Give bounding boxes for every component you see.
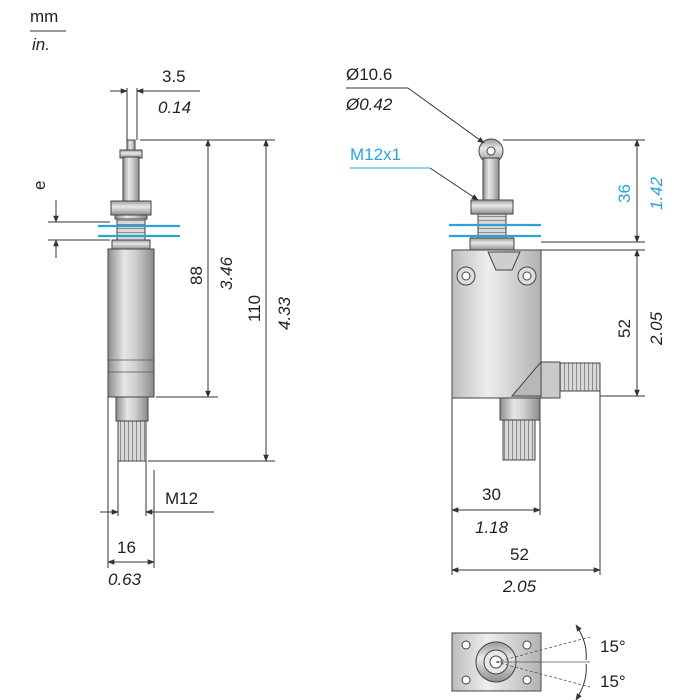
front-plunger xyxy=(122,156,140,202)
top-angle-arc-lower xyxy=(575,663,587,700)
front-upper-nut xyxy=(110,200,152,216)
side-connector-offset-in: 1.18 xyxy=(475,518,509,537)
front-length-in: 3.46 xyxy=(217,256,236,290)
front-view: 3.5 0.14 e 88 3.46 110 4.33 M12 16 0.63 xyxy=(30,67,294,589)
side-housing-height-in: 2.05 xyxy=(647,311,666,346)
front-roller-width-mm: 3.5 xyxy=(162,67,186,86)
side-view: Ø10.6 Ø0.42 M12x1 36 1.42 52 2.05 30 1.1… xyxy=(345,65,666,596)
side-connector-bottom xyxy=(502,419,536,461)
side-plunger xyxy=(482,157,500,201)
side-plunger-height-in: 1.42 xyxy=(647,176,666,210)
front-width-in: 0.63 xyxy=(108,570,142,589)
top-view: 15° 15° xyxy=(451,624,626,700)
unit-inch: in. xyxy=(32,35,50,54)
front-length-mm: 88 xyxy=(187,266,206,285)
side-lower-nut xyxy=(469,237,515,251)
front-overall-in: 4.33 xyxy=(275,296,294,330)
side-connector-offset-mm: 30 xyxy=(482,485,501,504)
front-overall-mm: 110 xyxy=(245,295,264,322)
front-connector-thread-label: M12 xyxy=(165,489,198,508)
unit-mm: mm xyxy=(30,7,58,26)
unit-legend: mm in. xyxy=(30,7,66,54)
side-mounting-thread-label: M12x1 xyxy=(350,145,401,164)
front-width-mm: 16 xyxy=(117,538,136,557)
front-connector-neck xyxy=(115,396,149,422)
front-body xyxy=(107,248,155,398)
side-roller-diameter-in: Ø0.42 xyxy=(345,95,393,114)
front-lower-nut xyxy=(111,239,151,250)
top-angle-arc-upper xyxy=(575,624,587,661)
top-angle-lower: 15° xyxy=(600,672,626,691)
front-nut-label: e xyxy=(30,181,49,190)
side-housing-height-mm: 52 xyxy=(615,319,634,338)
side-mounting-thread xyxy=(477,213,507,243)
front-connector-thread xyxy=(117,420,147,462)
side-connector-neck xyxy=(499,397,541,421)
side-plunger-height-mm: 36 xyxy=(615,184,634,203)
side-upper-nut xyxy=(470,199,514,215)
side-connector-right xyxy=(559,362,601,392)
top-angle-upper: 15° xyxy=(600,637,626,656)
front-roller-width-in: 0.14 xyxy=(158,98,191,117)
side-housing-width-mm: 52 xyxy=(510,545,529,564)
side-housing-width-in: 2.05 xyxy=(502,577,537,596)
side-roller-diameter-mm: Ø10.6 xyxy=(346,65,392,84)
